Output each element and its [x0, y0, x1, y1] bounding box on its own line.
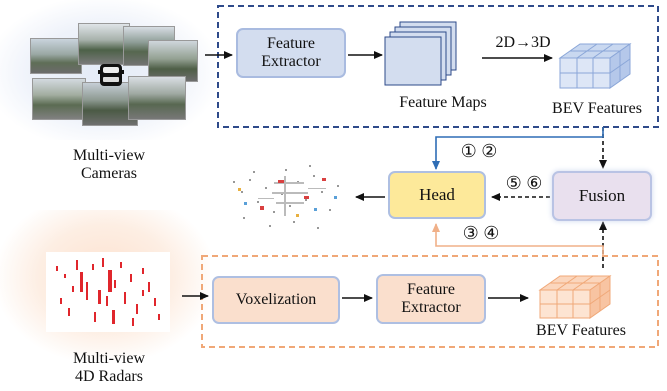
feature-maps-label: Feature Maps — [399, 94, 487, 111]
detection-output-image — [214, 152, 354, 242]
camera-extractor-line2: Extractor — [261, 53, 321, 70]
camera-bev-label: BEV Features — [552, 100, 642, 117]
radar-extractor-line2: Extractor — [401, 299, 461, 316]
camera-view-7 — [128, 76, 186, 120]
arrow-radar-path-to-head — [432, 223, 604, 256]
camera-bev-cube — [558, 43, 632, 89]
cameras-label-line2: Cameras — [81, 165, 137, 182]
radars-label-line2: 4D Radars — [75, 368, 143, 385]
transform-label: 2D→3D — [495, 34, 551, 51]
camera-path-label: ① ② — [460, 141, 498, 161]
radars-label-line1: Multi-view — [73, 350, 145, 367]
arrow-camera-path-to-head — [432, 127, 604, 170]
camera-feature-extractor-box: Feature Extractor — [236, 28, 346, 78]
radar-bev-cube — [538, 275, 612, 319]
radar-point-image — [46, 252, 170, 332]
radars-label: Multi-view 4D Radars — [54, 350, 164, 386]
cameras-label-line1: Multi-view — [73, 147, 145, 164]
camera-view-5 — [32, 78, 86, 120]
voxelization-box: Voxelization — [212, 276, 340, 324]
camera-branch-border — [217, 5, 659, 128]
radar-path-label: ③ ④ — [462, 223, 500, 243]
radar-branch-border — [201, 255, 659, 348]
feature-maps-stack — [384, 21, 457, 86]
fusion-box: Fusion — [552, 171, 652, 221]
radar-extractor-line1: Feature — [407, 281, 455, 298]
camera-image-collage — [28, 20, 198, 132]
fusion-path-label: ⑤ ⑥ — [505, 173, 543, 193]
radar-bev-label: BEV Features — [536, 322, 626, 339]
camera-extractor-line1: Feature — [267, 35, 315, 52]
head-box: Head — [388, 171, 486, 219]
radar-feature-extractor-box: Feature Extractor — [376, 274, 486, 324]
camera-view-1 — [30, 38, 82, 74]
cameras-label: Multi-view Cameras — [54, 147, 164, 183]
ego-car-icon — [98, 64, 124, 86]
